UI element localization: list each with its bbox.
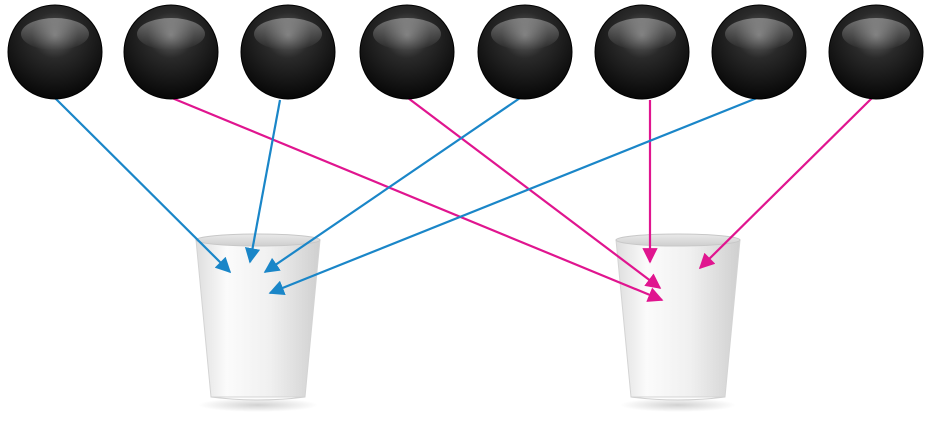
arrows-layer: [55, 98, 872, 300]
cup-right: [616, 234, 740, 412]
cup-left: [196, 234, 320, 412]
ball-2: [124, 5, 218, 99]
arrow-ball8-to-right-cup: [700, 98, 872, 268]
ball-6: [595, 5, 689, 99]
arrow-ball4-to-right-cup: [408, 98, 660, 288]
ball-5: [478, 5, 572, 99]
ball-3: [241, 5, 335, 99]
ball-8: [829, 5, 923, 99]
ball-1: [8, 5, 102, 99]
ball-7: [712, 5, 806, 99]
ball-4: [360, 5, 454, 99]
arrow-ball5-to-left-cup: [265, 98, 520, 272]
balls-row: [8, 5, 923, 99]
arrow-ball1-to-left-cup: [55, 98, 230, 272]
